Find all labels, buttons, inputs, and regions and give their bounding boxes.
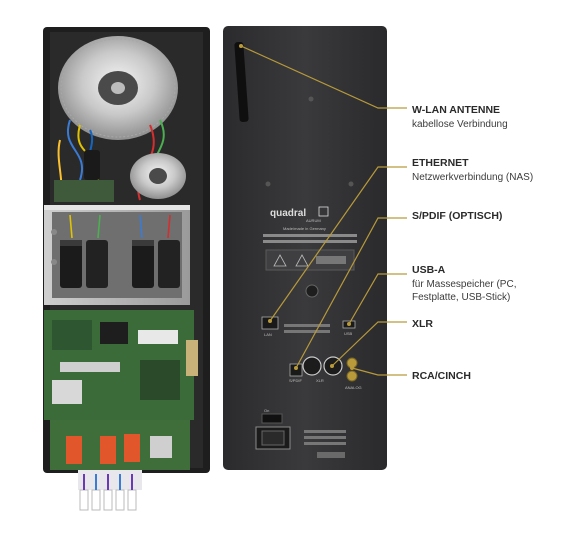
- circuit-board-top: [54, 180, 114, 202]
- power-switch: [261, 413, 283, 424]
- svg-text:ETHERNET: ETHERNET: [412, 157, 469, 169]
- callout-usb-line: [348, 273, 407, 325]
- large-toroid-transformer: [58, 36, 178, 140]
- callout-label-xlr: XLR: [412, 318, 433, 330]
- port-info-text: [284, 330, 330, 333]
- xlr-port: [302, 356, 322, 376]
- terminal-block: [78, 470, 142, 511]
- brand-logo: quadral: [270, 208, 306, 219]
- callout-lines: [240, 45, 407, 376]
- svg-text:RCA/CINCH: RCA/CINCH: [412, 370, 471, 382]
- svg-text:S/PDIF (OPTISCH): S/PDIF (OPTISCH): [412, 210, 502, 222]
- panel-screw: [265, 181, 271, 187]
- capacitor: [84, 150, 100, 180]
- relay: [124, 434, 140, 462]
- power-info-text: [304, 430, 346, 433]
- svg-text:kabellose Verbindung: kabellose Verbindung: [412, 119, 508, 130]
- xlr-port-label: XLR: [316, 378, 324, 383]
- callout-label-usb: USB-A für Massespeicher (PC, Festplatte,…: [412, 264, 516, 303]
- callout-rca-line: [351, 367, 407, 376]
- svg-text:für Massespeicher (PC,: für Massespeicher (PC,: [412, 279, 516, 290]
- rear-panel: quadral AURUM Made/made in Germany LAN U…: [223, 26, 387, 470]
- usb-port-label: USB: [344, 331, 353, 336]
- svg-text:W-LAN ANTENNE: W-LAN ANTENNE: [412, 104, 500, 116]
- rca-port-label: ANALOG: [345, 385, 362, 390]
- relay: [66, 436, 82, 464]
- warning-labels: [265, 249, 355, 271]
- panel-plate: [223, 26, 387, 470]
- small-toroid-transformer: [130, 153, 186, 199]
- relay: [100, 436, 116, 464]
- svg-text:USB-A: USB-A: [412, 264, 446, 276]
- made-in-text: Made/made in Germany: [283, 226, 326, 231]
- amp-capacitors: [60, 240, 180, 288]
- power-switch-label: On: [264, 408, 269, 413]
- wlan-antenna: [234, 41, 249, 122]
- power-info-text: [304, 436, 346, 439]
- power-board: [50, 420, 190, 470]
- panel-screw: [308, 96, 314, 102]
- svg-text:Netzwerkverbindung (NAS): Netzwerkverbindung (NAS): [412, 172, 533, 183]
- port-info-text: [284, 324, 330, 327]
- svg-text:Festplatte, USB-Stick): Festplatte, USB-Stick): [412, 292, 510, 303]
- callout-label-spdif: S/PDIF (OPTISCH): [412, 210, 502, 222]
- electronics-module: [43, 27, 210, 511]
- panel-info-text: [263, 240, 357, 243]
- callout-xlr-line: [331, 321, 407, 367]
- callout-label-wlan: W-LAN ANTENNE kabellose Verbindung: [412, 104, 508, 130]
- dsp-board: [44, 310, 198, 420]
- brand-subline: AURUM: [306, 218, 321, 223]
- power-info-text: [304, 442, 346, 445]
- callout-label-rca: RCA/CINCH: [412, 370, 471, 382]
- callout-label-ethernet: ETHERNET Netzwerkverbindung (NAS): [412, 157, 533, 183]
- ethernet-port-label: LAN: [264, 332, 272, 337]
- callout-spdif-line: [295, 217, 407, 369]
- panel-screw: [348, 181, 354, 187]
- panel-info-text: [263, 234, 357, 237]
- callout-dots: [239, 44, 354, 370]
- spdif-port-label: S/PDIF: [289, 378, 302, 383]
- callout-wlan-line: [240, 45, 407, 109]
- fuse-holder: [261, 430, 285, 446]
- certification-marks: [317, 452, 345, 458]
- rca-port: [346, 370, 358, 382]
- brand-plus-box: [318, 206, 329, 217]
- svg-text:XLR: XLR: [412, 318, 433, 330]
- amp-board-wiring: [69, 214, 171, 239]
- gain-knob: [305, 284, 319, 298]
- callout-ethernet-line: [269, 166, 407, 322]
